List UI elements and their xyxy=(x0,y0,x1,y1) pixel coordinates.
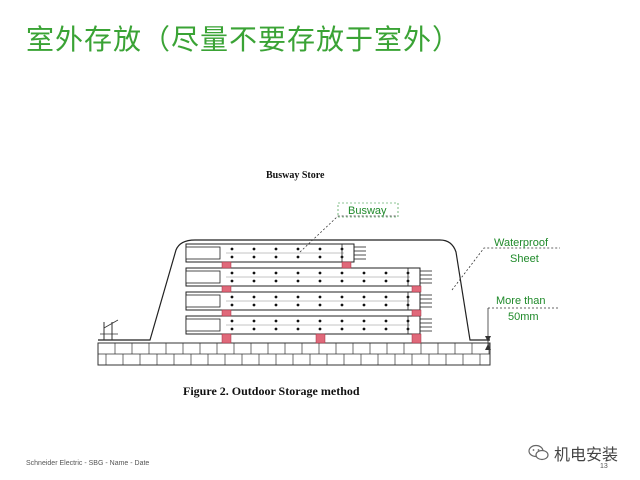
support-block xyxy=(221,285,232,293)
busway-layer xyxy=(185,243,366,263)
waterproof-annotation: Waterproof Sheet xyxy=(451,237,560,291)
annotation-more-than: More than xyxy=(496,295,546,307)
support-block xyxy=(315,333,326,344)
busway-layer xyxy=(185,291,432,311)
page-number: 13 xyxy=(600,463,608,470)
support-blocks xyxy=(221,261,422,344)
support-block xyxy=(221,309,232,317)
brick-base xyxy=(97,342,491,366)
support-block xyxy=(411,333,422,344)
watermark: 机电安装 xyxy=(528,441,618,465)
busway-layer xyxy=(185,267,432,287)
support-block xyxy=(341,261,352,269)
left-post xyxy=(100,319,119,340)
support-block xyxy=(221,261,232,269)
annotation-waterproof: Waterproof xyxy=(494,237,549,249)
waterproof-sheet-outline xyxy=(98,239,490,341)
slide-title: 室外存放（尽量不要存放于室外） xyxy=(26,23,462,56)
annotation-50mm: 50mm xyxy=(508,311,539,323)
support-block xyxy=(221,333,232,344)
figure-heading: Busway Store xyxy=(266,170,325,181)
annotation-sheet: Sheet xyxy=(510,253,539,265)
clearance-annotation: More than 50mm xyxy=(485,295,558,350)
annotation-busway: Busway xyxy=(348,205,387,217)
busway-layer xyxy=(185,315,432,335)
wechat-icon xyxy=(528,444,549,461)
support-block xyxy=(411,285,422,293)
busway-annotation: Busway xyxy=(299,202,399,253)
support-block xyxy=(411,309,422,317)
watermark-text: 机电安装 xyxy=(554,445,619,464)
footer-text: Schneider Electric - SBG - Name - Date xyxy=(26,460,150,467)
busway-stack xyxy=(185,243,432,335)
figure-caption: Figure 2. Outdoor Storage method xyxy=(183,384,360,398)
